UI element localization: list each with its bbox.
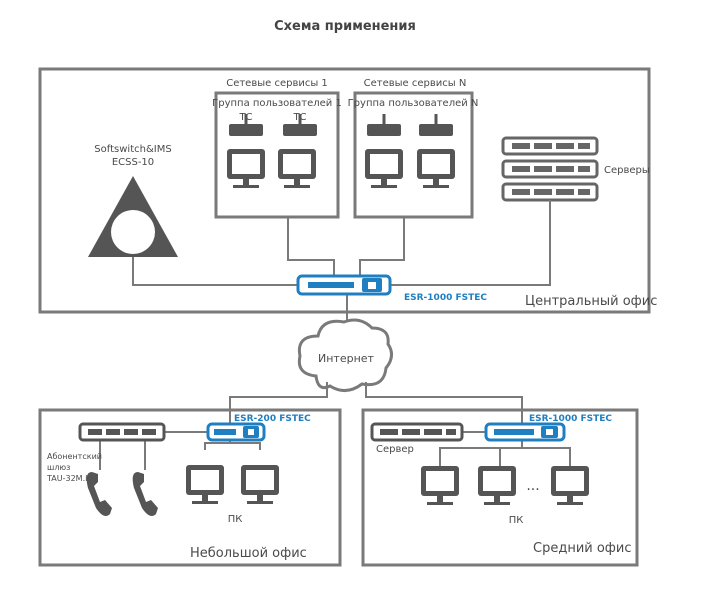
- medium-pc-label: ПК: [509, 515, 524, 526]
- softswitch-model: ECSS-10: [112, 157, 154, 168]
- monitor-icon: [186, 465, 224, 504]
- monitor-icon: [227, 149, 265, 188]
- servicesN-box: [353, 91, 474, 219]
- tc-device-icon: [283, 114, 317, 136]
- monitor-icon: [241, 465, 279, 504]
- phone-handset-icon: [132, 472, 158, 516]
- phone-device-icon: [367, 114, 401, 136]
- central-router-icon: [296, 274, 392, 296]
- medium-router-label: ESR-1000 FSTEC: [529, 414, 612, 424]
- small-pc-label: ПК: [228, 514, 243, 525]
- phone-device-icon: [419, 114, 453, 136]
- medium-office-label: Средний офис: [533, 541, 632, 556]
- servers-label: Серверы: [604, 165, 650, 176]
- medium-server-icon: [370, 422, 464, 442]
- services1-title: Сетевые сервисы 1: [226, 78, 328, 89]
- medium-server-label: Сервер: [376, 444, 414, 455]
- small-router-icon: [206, 422, 266, 442]
- monitor-icon: [278, 149, 316, 188]
- medium-links: [439, 431, 571, 466]
- medium-office-frame: [361, 408, 639, 567]
- small-office-frame: [38, 408, 342, 567]
- small-router-label: ESR-200 FSTEC: [234, 414, 311, 424]
- monitor-icon: [478, 466, 516, 505]
- gateway-label: Абонентский: [47, 452, 102, 461]
- central-office-frame: [38, 67, 651, 314]
- diagram-title: Схема применения: [274, 19, 416, 34]
- monitor-icon: [365, 149, 403, 188]
- servicesN-title: Сетевые сервисы N: [364, 78, 467, 89]
- monitor-icon: [417, 149, 455, 188]
- server-icon: [501, 159, 599, 179]
- softswitch-label: Softswitch&IMS: [94, 144, 171, 155]
- softswitch-circle-icon: [111, 210, 155, 254]
- monitor-icon: [421, 466, 459, 505]
- phone-handset-icon: [86, 472, 112, 516]
- small-office-label: Небольшой офис: [190, 546, 307, 561]
- gateway-label-2: шлюз: [47, 463, 70, 472]
- internet-label: Интернет: [318, 352, 375, 365]
- monitor-icon: [551, 466, 589, 505]
- medium-ellipsis: ...: [526, 478, 539, 494]
- services1-box: [214, 91, 340, 219]
- medium-router-icon: [484, 422, 566, 442]
- tc-device-icon: [229, 114, 263, 136]
- central-router-label: ESR-1000 FSTEC: [404, 293, 487, 303]
- central-links: [132, 200, 551, 322]
- gateway-switch-icon: [78, 422, 166, 442]
- group1-label: Группа пользователей 1: [212, 98, 342, 109]
- internet-cloud-icon: [297, 318, 393, 392]
- server-icon: [501, 182, 599, 202]
- central-office-label: Центральный офис: [525, 294, 657, 309]
- gateway-model: TAU-32M.IP: [46, 474, 92, 483]
- server-icon: [501, 136, 599, 156]
- groupN-label: Группа пользователей N: [348, 98, 479, 109]
